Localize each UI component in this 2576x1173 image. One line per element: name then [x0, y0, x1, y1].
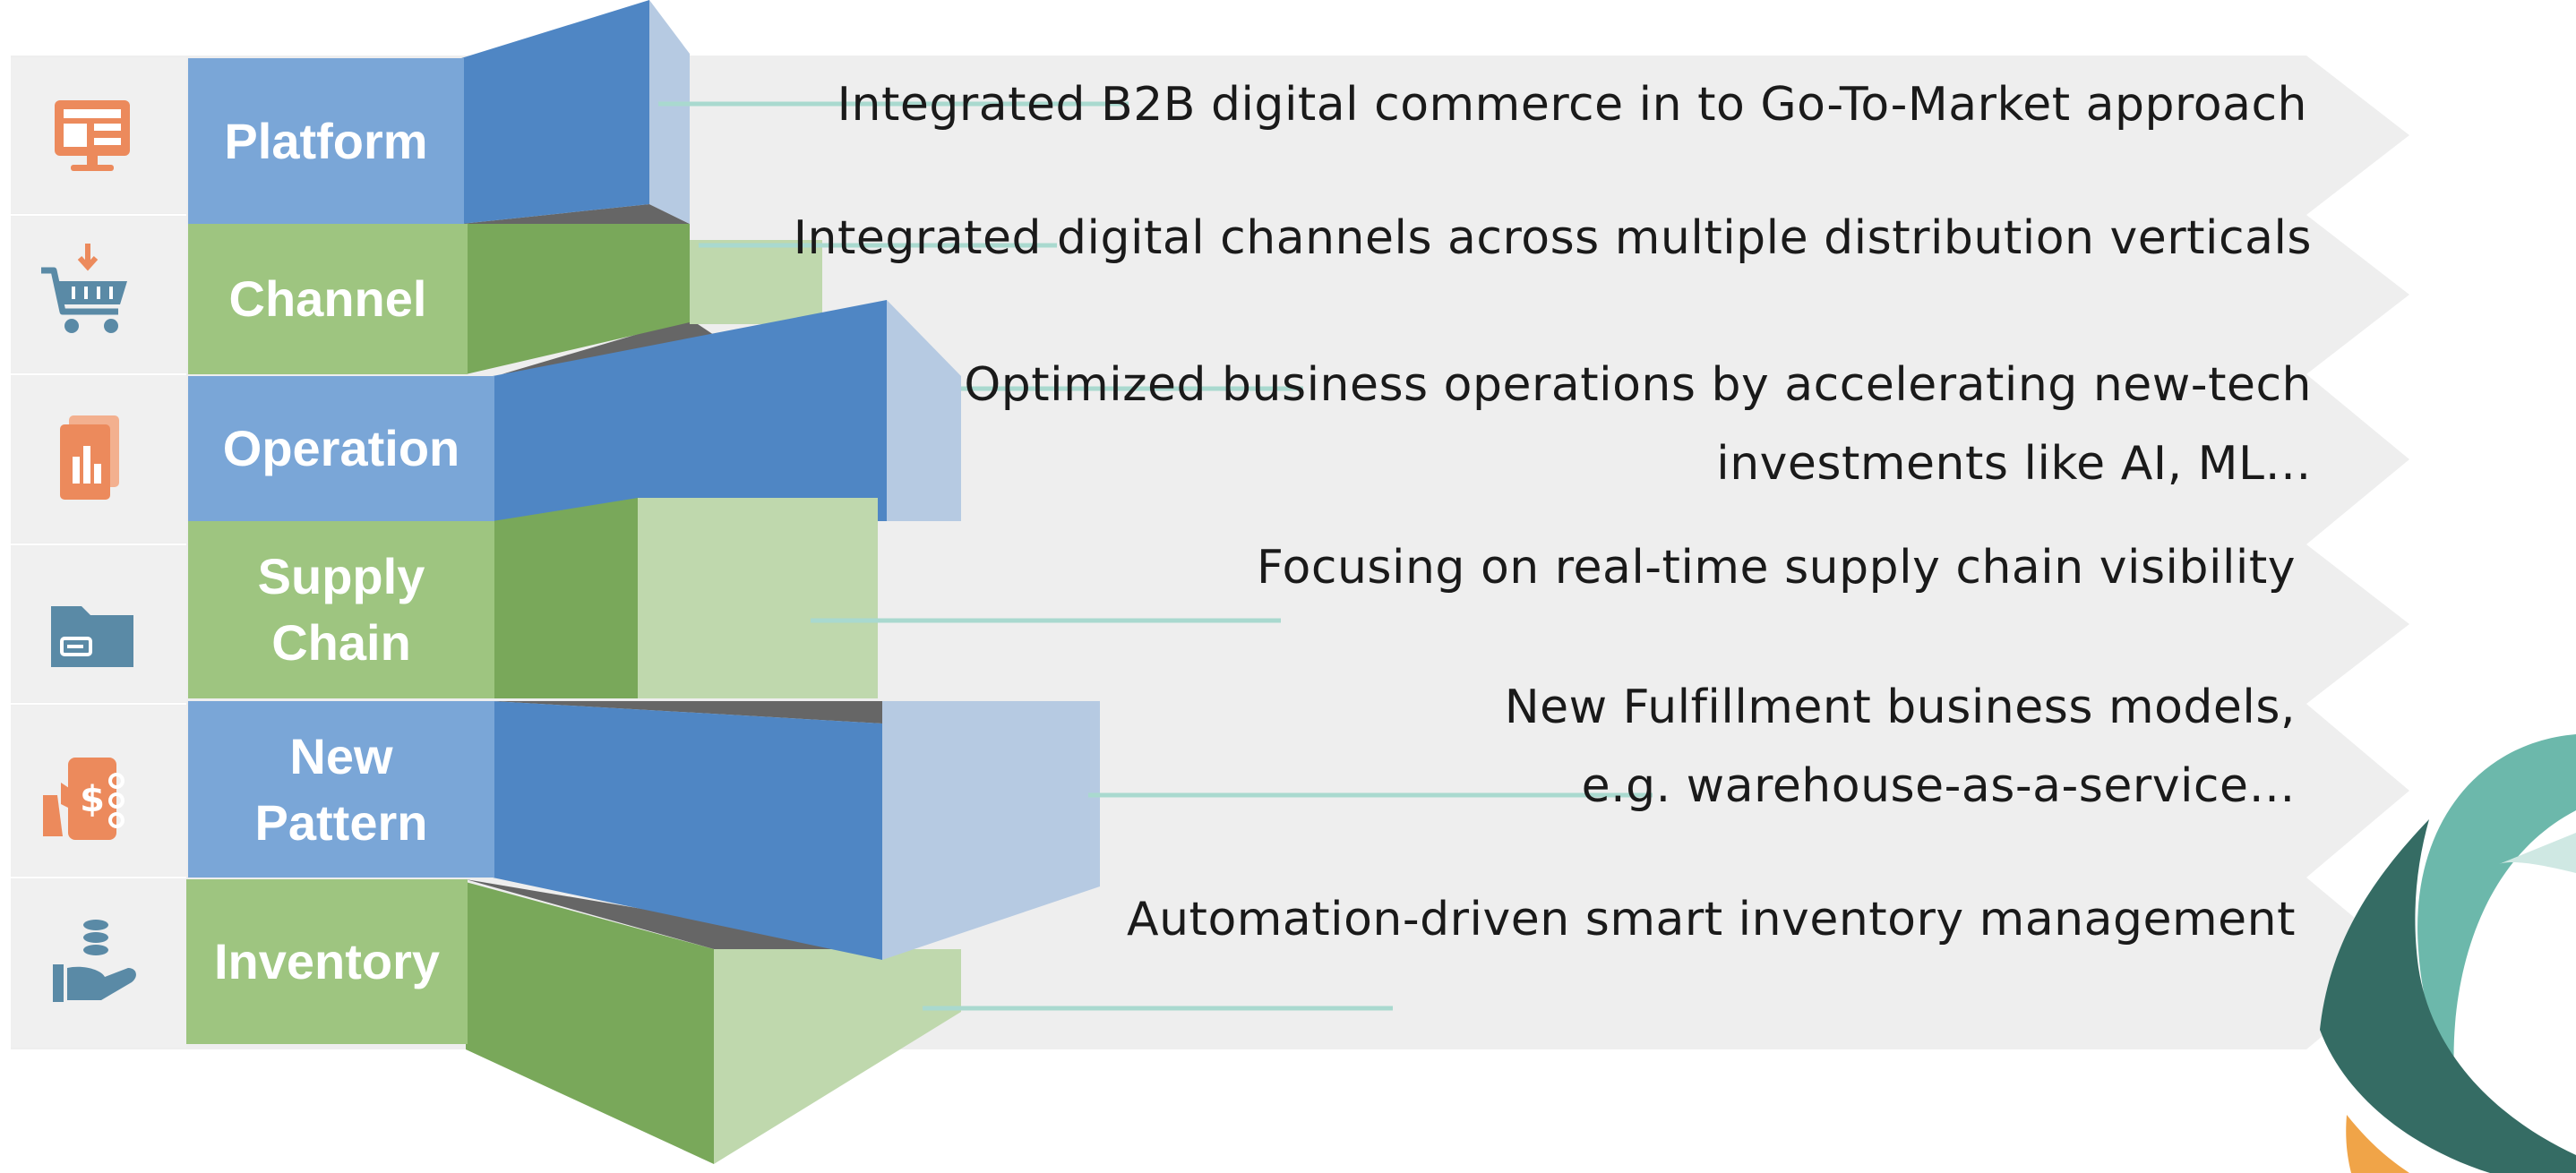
block-3: [493, 300, 961, 521]
staircase-blocks: [461, 0, 1100, 1164]
description-line: Optimized business operations by acceler…: [964, 358, 2312, 412]
category-label: Platform: [188, 58, 464, 224]
block-front-face: [493, 300, 887, 521]
row-description: Focusing on real-time supply chain visib…: [1257, 528, 2296, 607]
category-label-line: Operation: [222, 420, 460, 476]
block-side-face: [714, 949, 961, 1164]
block-shadow: [502, 319, 719, 374]
label-tab: [188, 58, 464, 224]
category-label-line: Chain: [271, 614, 411, 671]
category-label-line: Inventory: [213, 933, 441, 989]
leaf-highlight: [2499, 833, 2576, 873]
leaf-orange: [2346, 1115, 2409, 1173]
leaf-dark: [2320, 819, 2576, 1173]
monitor-layout-icon: [55, 100, 130, 171]
row-description: Integrated B2B digital commerce in to Go…: [837, 65, 2307, 144]
description-line: Automation-driven smart inventory manage…: [1127, 893, 2296, 946]
label-tab: [188, 521, 494, 698]
label-tab: [188, 224, 468, 374]
category-label-line: Platform: [224, 112, 428, 169]
block-1: [461, 0, 690, 224]
row-description: Optimized business operations by acceler…: [964, 346, 2312, 503]
description-line: Focusing on real-time supply chain visib…: [1257, 541, 2296, 595]
block-side-face: [887, 300, 961, 521]
row-description: New Fulfillment business models, e.g. war…: [1505, 668, 2296, 826]
description-line: Integrated B2B digital commerce in to Go…: [837, 78, 2307, 132]
description-line: e.g. warehouse-as-a-service…: [1581, 759, 2296, 813]
block-2: [466, 224, 822, 374]
block-front-face: [466, 882, 714, 1164]
label-tab: [186, 879, 468, 1044]
description-line: investments like AI, ML…: [1716, 437, 2312, 491]
block-4: [493, 498, 878, 698]
block-5: [466, 879, 961, 1164]
block-side-face: [649, 0, 690, 224]
block-front-face: [461, 0, 649, 224]
category-label: Inventory: [186, 879, 468, 1044]
block-front-face: [493, 701, 882, 960]
decorative-leaf-logo: [2320, 734, 2576, 1173]
shopping-cart-icon: [41, 244, 127, 333]
block-side-face: [638, 498, 878, 698]
block-shadow: [461, 204, 690, 224]
block-6: [493, 701, 1100, 960]
category-label-line: Pattern: [254, 793, 428, 851]
icon-cell: [11, 879, 186, 1048]
label-tab: [188, 376, 494, 521]
connector-lines: [658, 101, 1653, 1011]
block-front-face: [493, 498, 638, 698]
category-label-line: Supply: [257, 548, 425, 604]
svg-text:$: $: [80, 779, 105, 820]
leaf-teal: [2417, 734, 2576, 1075]
category-label-line: Channel: [228, 270, 427, 327]
category-label: Operation: [188, 376, 494, 521]
row-description: Integrated digital channels across multi…: [794, 199, 2312, 278]
block-side-face: [690, 240, 822, 324]
block-side-face: [882, 701, 1100, 960]
category-label-line: New: [289, 727, 393, 784]
category-label: Channel: [188, 224, 468, 374]
report-document-icon: [60, 415, 119, 500]
description-line: Integrated digital channels across multi…: [793, 211, 2312, 265]
hand-coins-icon: [53, 920, 136, 1002]
folder-icon: [51, 606, 133, 667]
row-description: Automation-driven smart inventory manage…: [1127, 880, 2296, 959]
description-line: New Fulfillment business models,: [1504, 681, 2296, 734]
block-front-face: [466, 224, 690, 374]
mobile-payment-icon: $: [43, 758, 125, 840]
label-tab: [188, 701, 494, 878]
